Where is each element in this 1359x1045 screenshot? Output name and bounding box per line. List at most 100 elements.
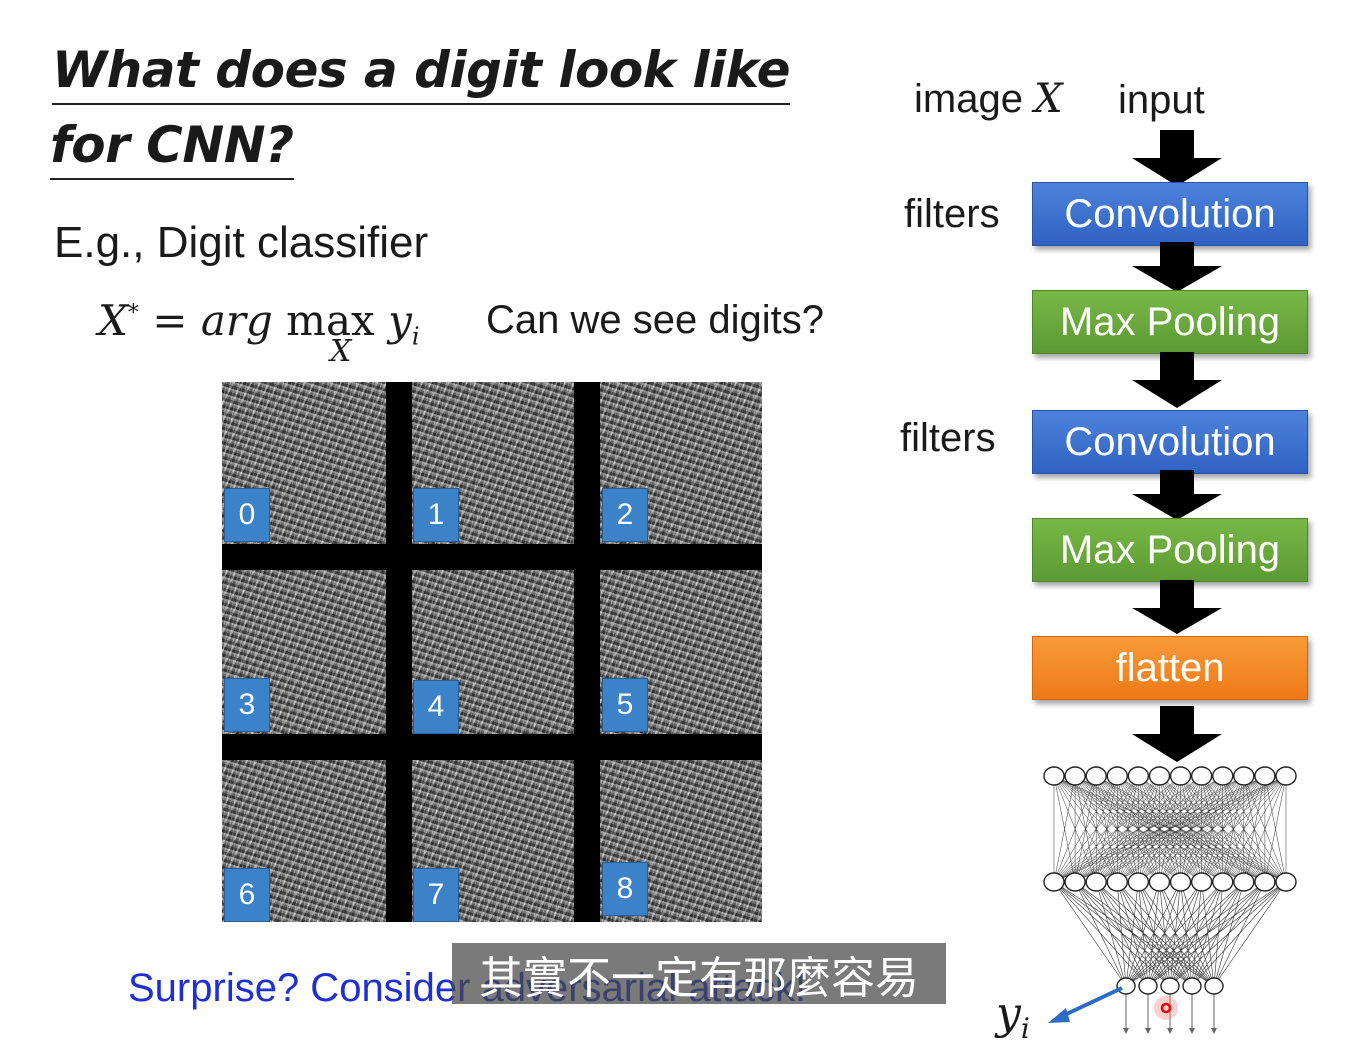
network-edge: [1147, 881, 1287, 987]
slide-title-line-1: What does a digit look like: [52, 45, 791, 105]
grid-divider: [222, 544, 762, 570]
network-edge: [1053, 775, 1223, 883]
formula-max: max: [272, 296, 389, 345]
down-arrow-icon: [1132, 242, 1222, 292]
digit-label-8: 8: [602, 862, 648, 916]
network-edge: [1117, 775, 1287, 883]
image-x-label: image X: [914, 76, 1063, 122]
network-edge: [1053, 775, 1097, 883]
network-edge: [1180, 881, 1193, 987]
network-node: [1233, 872, 1255, 892]
network-edge: [1243, 775, 1287, 883]
network-edge: [1053, 775, 1287, 883]
digit-label-4: 4: [413, 680, 459, 734]
input-label: input: [1118, 78, 1205, 122]
network-edge: [1191, 881, 1287, 987]
network-edge: [1169, 881, 1202, 987]
network-edge: [1053, 775, 1118, 883]
fully-connected-network: [1043, 766, 1297, 1034]
network-node: [1085, 872, 1107, 892]
formula-i: i: [411, 322, 420, 351]
network-node: [1275, 766, 1297, 786]
network-edge: [1125, 881, 1202, 987]
network-edge: [1138, 881, 1215, 987]
formula-y: y: [388, 296, 412, 345]
output-arrowhead: [1211, 1028, 1217, 1034]
digit-label-7: 7: [413, 868, 459, 922]
network-edge: [1125, 881, 1223, 987]
network-edge: [1159, 775, 1287, 883]
network-edge: [1053, 775, 1266, 883]
formula-eq: =: [138, 296, 201, 345]
network-node: [1182, 977, 1202, 995]
max-pooling-block-1: Max Pooling: [1032, 290, 1308, 354]
network-edge: [1074, 881, 1215, 987]
network-edge: [1147, 881, 1202, 987]
network-node: [1148, 872, 1171, 892]
network-edge: [1074, 881, 1193, 987]
network-edge: [1213, 881, 1287, 987]
output-pointer-arrowhead: [1048, 1008, 1070, 1023]
network-edge: [1213, 881, 1224, 987]
network-edge: [1169, 881, 1287, 987]
network-edge: [1169, 881, 1245, 987]
network-edge: [1053, 775, 1160, 883]
network-edge: [1053, 775, 1139, 883]
network-node: [1190, 872, 1213, 892]
network-edge: [1053, 775, 1181, 883]
output-yi-label: yi: [996, 988, 1030, 1045]
network-edge: [1053, 881, 1171, 987]
flatten-block: flatten: [1032, 636, 1308, 700]
video-caption: 其實不一定有那麼容易: [452, 943, 946, 1004]
network-edge: [1117, 881, 1215, 987]
network-edge: [1095, 881, 1193, 987]
network-edge: [1125, 881, 1245, 987]
network-node: [1085, 766, 1107, 786]
output-arrowhead: [1145, 1028, 1151, 1034]
network-edge: [1169, 881, 1223, 987]
network-edge: [1053, 881, 1215, 987]
network-edge: [1191, 881, 1202, 987]
network-edge: [1180, 881, 1215, 987]
network-edge: [1095, 881, 1215, 987]
formula-arg: arg: [200, 296, 273, 345]
network-edge: [1125, 881, 1266, 987]
network-edge: [1159, 881, 1193, 987]
network-edge: [1053, 881, 1149, 987]
network-edge: [1116, 881, 1127, 987]
image-var: X: [1034, 76, 1063, 122]
digit-label-0: 0: [224, 488, 270, 542]
down-arrow-icon: [1132, 352, 1222, 408]
output-sub: i: [1020, 1011, 1030, 1045]
network-edge: [1213, 881, 1266, 987]
network-edge: [1125, 881, 1287, 987]
network-edge: [1159, 881, 1215, 987]
output-var: y: [996, 988, 1021, 1039]
down-arrow-icon: [1132, 470, 1222, 520]
cursor-dot: [1160, 1002, 1172, 1014]
network-node: [1169, 872, 1192, 892]
cursor-highlight: [1154, 996, 1178, 1020]
network-edge: [1180, 775, 1287, 883]
network-node: [1043, 872, 1065, 892]
down-arrow-icon: [1132, 706, 1222, 762]
network-node: [1254, 872, 1276, 892]
network-edge: [1125, 881, 1181, 987]
network-edge: [1191, 881, 1224, 987]
network-node: [1138, 977, 1158, 995]
network-edge: [1264, 775, 1287, 883]
digit-label-5: 5: [602, 678, 648, 732]
output-pointer-arrow: [1057, 986, 1123, 1020]
network-edge: [1191, 881, 1266, 987]
network-node: [1254, 766, 1276, 786]
network-node: [1106, 872, 1128, 892]
network-edge: [1074, 881, 1127, 987]
grid-divider: [574, 382, 600, 922]
output-arrowhead: [1123, 1028, 1129, 1034]
network-edge: [1138, 775, 1287, 883]
network-edge: [1074, 881, 1171, 987]
network-edge: [1116, 881, 1149, 987]
network-edge: [1053, 775, 1076, 883]
digit-label-2: 2: [602, 488, 648, 542]
grid-divider: [386, 382, 412, 922]
